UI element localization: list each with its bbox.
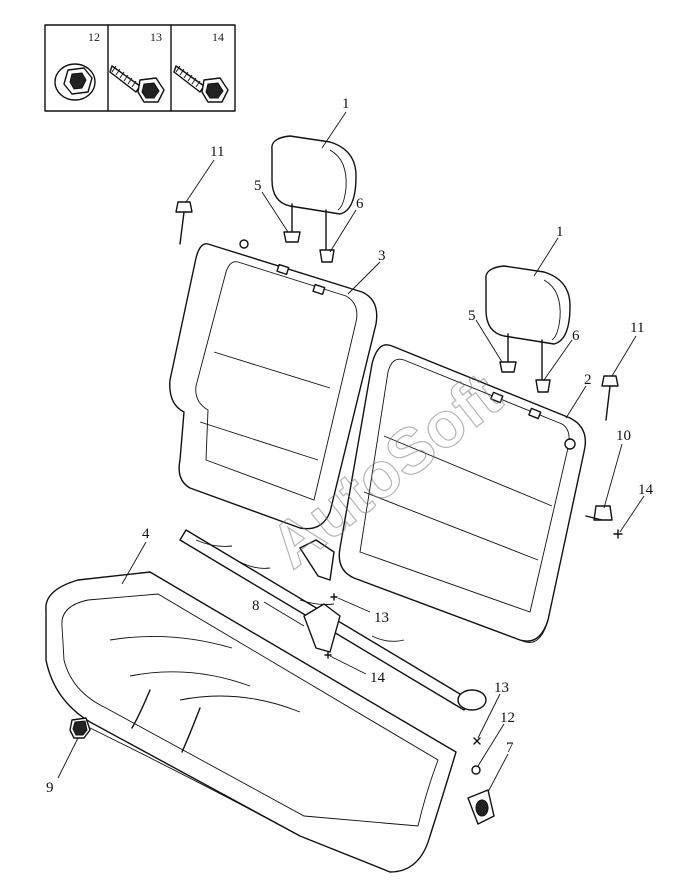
bracket-lower — [467, 789, 495, 825]
clip-lower — [69, 717, 91, 739]
callout-guide-left-a: 5 — [254, 178, 262, 194]
hex-bolt-icon — [173, 65, 229, 103]
callout-pivot-nut: 14 — [638, 482, 654, 498]
callout-backrest-left: 3 — [378, 248, 386, 264]
callout-bolt-left: 11 — [210, 144, 224, 160]
flange-nut-icon — [54, 63, 96, 101]
callout-bolt-lower: 13 — [494, 680, 509, 696]
callout-clip: 9 — [46, 780, 54, 796]
callout-bracket: 7 — [506, 740, 514, 756]
headrest-right — [485, 265, 571, 393]
callout-guide-right-b: 6 — [572, 328, 580, 344]
callout-frame: 8 — [252, 598, 260, 614]
callout-nut-lower: 12 — [500, 710, 515, 726]
inset-label-12: 12 — [88, 30, 100, 44]
callout-nut-mid: 14 — [370, 670, 386, 686]
bolt-lower — [471, 737, 481, 775]
callout-cushion: 4 — [142, 526, 150, 542]
pivot-pin — [585, 505, 623, 539]
bolt-right — [601, 375, 619, 421]
headrest-left — [271, 135, 357, 263]
seat-cushion — [45, 571, 457, 873]
inset-label-13: 13 — [150, 30, 162, 44]
callout-bolt-mid: 13 — [374, 610, 389, 626]
backrest-left — [169, 239, 378, 530]
fastener-inset: 12 13 14 — [44, 24, 236, 112]
seat-frame — [179, 529, 487, 711]
backrest-right — [338, 344, 587, 643]
hex-bolt-icon — [109, 65, 165, 103]
callout-pivot: 10 — [616, 428, 631, 444]
leader-lines — [57, 111, 645, 793]
callout-bolt-right: 11 — [630, 320, 644, 336]
callout-guide-right-a: 5 — [468, 308, 476, 324]
callout-labels: 1 1 5 6 5 6 3 2 11 11 4 8 13 14 10 14 13… — [46, 96, 654, 796]
callout-headrest-left: 1 — [342, 96, 350, 112]
inset-label-14: 14 — [212, 30, 224, 44]
callout-backrest-right: 2 — [584, 372, 592, 388]
callout-headrest-right: 1 — [556, 224, 564, 240]
callout-guide-left-b: 6 — [356, 196, 364, 212]
bolt-left — [175, 201, 193, 245]
